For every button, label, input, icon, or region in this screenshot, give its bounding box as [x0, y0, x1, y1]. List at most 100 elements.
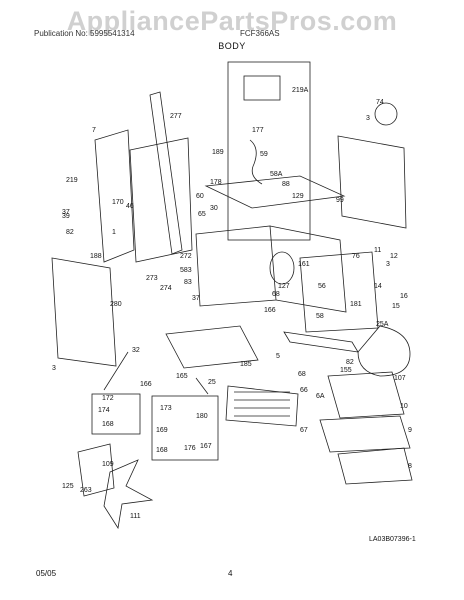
- publication-number: Publication No: 5995541314: [34, 29, 135, 38]
- footer-date: 05/05: [36, 569, 57, 578]
- part-label: 3: [366, 115, 370, 122]
- part-label: 109: [102, 461, 114, 468]
- part-label: 188: [90, 253, 102, 260]
- part-label: 58A: [270, 171, 283, 178]
- part-label: 6A: [316, 393, 325, 400]
- part-label: 30: [210, 205, 218, 212]
- part-label: 181: [350, 301, 362, 308]
- part-label: 67: [300, 427, 308, 434]
- inset-wire: [249, 139, 263, 185]
- fan-blade: [103, 459, 154, 530]
- part-label: 25: [208, 379, 216, 386]
- model-number: FCF366AS: [240, 29, 280, 38]
- part-label: 168: [102, 421, 114, 428]
- part-label: 99: [336, 197, 344, 204]
- part-label: 66: [300, 387, 308, 394]
- part-label: 125: [62, 483, 74, 490]
- part-label: 56: [318, 283, 326, 290]
- page-number: 4: [228, 569, 233, 578]
- back-wall: [129, 137, 193, 263]
- top-cover: [204, 175, 346, 209]
- oven-side: [269, 225, 347, 313]
- part-label: 82: [346, 359, 354, 366]
- part-label: 12: [390, 253, 398, 260]
- part-label: 3: [52, 365, 56, 372]
- part-label: 11: [374, 247, 381, 254]
- part-label: 174: [98, 407, 110, 414]
- element-coils: [234, 391, 290, 417]
- part-label: 167: [200, 443, 212, 450]
- part-label: 59: [260, 151, 268, 158]
- part-label: 82: [66, 229, 74, 236]
- fan-motor: [77, 443, 115, 497]
- oven-rack: [319, 415, 411, 453]
- part-label: 273: [146, 275, 158, 282]
- bottom-tray: [165, 325, 259, 369]
- inset-leader-lines: [103, 351, 209, 395]
- knob: [374, 102, 398, 126]
- part-label: 58: [316, 313, 324, 320]
- part-label: 32: [132, 347, 140, 354]
- part-label: 60: [196, 193, 204, 200]
- part-label: 272: [180, 253, 192, 260]
- part-label: 176: [184, 445, 196, 452]
- part-label: 180: [196, 413, 208, 420]
- part-label: 263: [80, 487, 92, 494]
- part-label: 9: [408, 427, 412, 434]
- part-label: 37: [62, 209, 70, 216]
- part-label: 127: [278, 283, 290, 290]
- part-label: 7: [92, 127, 96, 134]
- vent-duct: [149, 91, 183, 255]
- part-label: 155: [340, 367, 352, 374]
- part-label: 280: [110, 301, 122, 308]
- part-label: 170: [112, 199, 124, 206]
- inset-frame-top: [227, 61, 311, 241]
- inset-frame-left: [91, 393, 141, 435]
- part-label: 173: [160, 405, 172, 412]
- part-label: 14: [374, 283, 382, 290]
- rear-panel: [94, 129, 135, 263]
- part-label: 129: [292, 193, 304, 200]
- bake-element: [225, 385, 299, 427]
- part-label: 74: [376, 99, 384, 106]
- part-label: 1: [112, 229, 116, 236]
- side-panel-left: [51, 257, 117, 367]
- part-label: 583: [180, 267, 192, 274]
- part-label: 107: [394, 375, 406, 382]
- part-label: 3: [386, 261, 390, 268]
- part-label: 277: [170, 113, 182, 120]
- watermark: AppliancePartsPros.com: [66, 6, 398, 36]
- part-label: 219: [66, 177, 78, 184]
- part-label: 46: [126, 203, 134, 210]
- part-label: 178: [210, 179, 222, 186]
- part-label: 10: [400, 403, 408, 410]
- part-label: 16: [400, 293, 408, 300]
- part-label: 189: [212, 149, 224, 156]
- bottom-strip: [283, 331, 359, 353]
- part-label: 177: [252, 127, 264, 134]
- part-label: 39: [62, 213, 70, 220]
- part-label: 5: [276, 353, 280, 360]
- part-label: 25A: [376, 321, 389, 328]
- part-label: 83: [184, 279, 192, 286]
- part-label: 168: [156, 447, 168, 454]
- part-label: 185: [240, 361, 252, 368]
- part-label: 219A: [292, 87, 309, 94]
- fan-housing: [357, 325, 411, 377]
- section-title: BODY: [218, 41, 246, 51]
- part-label: 166: [140, 381, 152, 388]
- part-label: 68: [272, 291, 280, 298]
- document-id: LA03B07396-1: [369, 536, 416, 543]
- part-label: 8: [408, 463, 412, 470]
- control-panel: [299, 251, 379, 333]
- part-label: 37: [192, 295, 200, 302]
- part-label: 15: [392, 303, 400, 310]
- part-label: 165: [176, 373, 188, 380]
- inset-bracket: [243, 75, 281, 101]
- part-label: 169: [156, 427, 168, 434]
- oven-rack-lower: [337, 447, 413, 485]
- part-label: 161: [298, 261, 310, 268]
- side-panel-right: [337, 135, 407, 229]
- part-label: 76: [352, 253, 360, 260]
